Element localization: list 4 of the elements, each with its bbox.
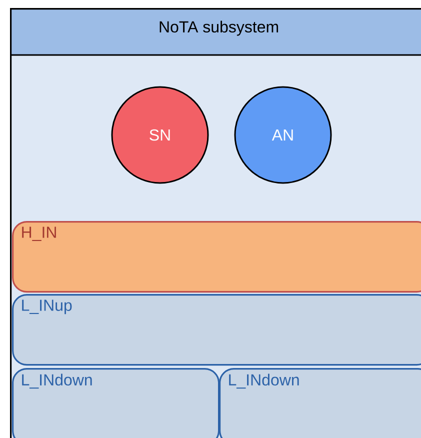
layer-box: H_IN	[12, 221, 421, 293]
layer-box: L_INdown	[219, 368, 421, 438]
layer-box: L_INdown	[12, 368, 220, 438]
layer-box: L_INup	[12, 294, 421, 366]
